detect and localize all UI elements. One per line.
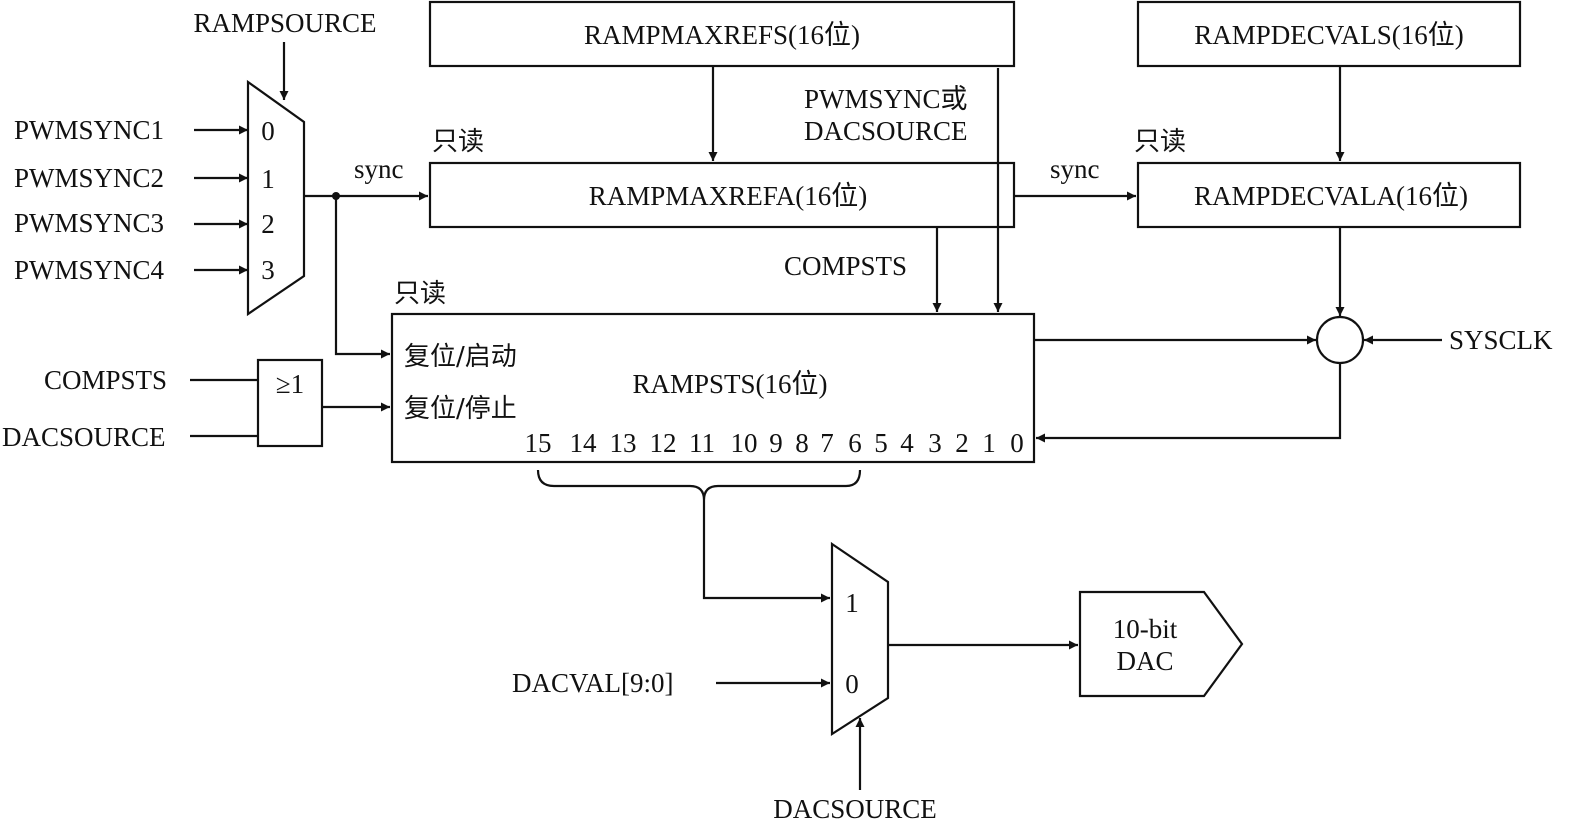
dac-mux-shape [830, 541, 890, 737]
rampdecvals-label: RAMPDECVALS(16位) [1194, 20, 1464, 50]
rampsts-reset-stop-port: 复位/停止 [404, 394, 517, 424]
bit-2: 2 [955, 428, 969, 458]
dac-label-line2: DAC [1116, 646, 1173, 676]
bit-1: 1 [982, 428, 996, 458]
rampmaxrefa-box [428, 161, 1016, 229]
pwmsync1-label: PWMSYNC1 [14, 115, 164, 145]
bit-14: 14 [570, 428, 598, 458]
rampsource-label: RAMPSOURCE [193, 8, 376, 38]
bit-7: 7 [820, 428, 834, 458]
input-mux: RAMPSOURCE PWMSYNC1 PWMSYNC2 PWMSYNC3 PW… [14, 8, 377, 317]
rampmaxrefs-label: RAMPMAXREFS(16位) [584, 20, 860, 50]
mux-index-0: 0 [261, 116, 275, 146]
dac-mux: 1 0 DACVAL[9:0] DACSOURCE [512, 541, 937, 824]
rampsts-box [390, 312, 1036, 464]
mux-index-3: 3 [261, 255, 275, 285]
bit-0: 0 [1010, 428, 1024, 458]
rampmaxrefs-box [428, 0, 1016, 68]
or-gate-symbol: ≥1 [276, 369, 304, 399]
sync-net: sync [304, 154, 428, 359]
mux-index-2: 2 [261, 209, 275, 239]
pwmsync2-label: PWMSYNC2 [14, 163, 164, 193]
rampsts-label: RAMPSTS(16位) [632, 369, 827, 399]
dac-block: 10-bit DAC [1078, 590, 1244, 698]
load-source-line2: DACSOURCE [804, 116, 968, 146]
bit-6: 6 [848, 428, 862, 458]
bit-12: 12 [650, 428, 677, 458]
rampsts-reset-start-port: 复位/启动 [404, 342, 517, 372]
sync-label-left: sync [354, 154, 404, 184]
bit-3: 3 [928, 428, 942, 458]
bit-4: 4 [900, 428, 914, 458]
bits-brace [536, 469, 862, 501]
bit-11: 11 [689, 428, 715, 458]
load-source-line1: PWMSYNC或 [804, 84, 968, 114]
bit-10: 10 [731, 428, 758, 458]
or-input-compsts-label: COMPSTS [44, 365, 167, 395]
brace-to-dac-mux-wire [702, 500, 830, 603]
read-only-label-rampmaxrefa: 只读 [432, 127, 484, 157]
compsts-label-top: COMPSTS [784, 251, 907, 281]
register-rampdecvala: RAMPDECVALA(16位) [1136, 161, 1522, 229]
mux-index-1: 1 [261, 164, 275, 194]
bit-15: 15 [525, 428, 552, 458]
bit-5: 5 [874, 428, 888, 458]
pwmsync3-label: PWMSYNC3 [14, 208, 164, 238]
sync-label-right: sync [1050, 154, 1100, 184]
or-input-dacsource-label: DACSOURCE [2, 422, 166, 452]
summer-to-rampsts-feedback [1036, 364, 1342, 443]
rampmaxrefa-label: RAMPMAXREFA(16位) [589, 181, 868, 211]
register-rampsts: 复位/启动 复位/停止 RAMPSTS(16位) 15 14 13 12 11 … [390, 312, 1036, 464]
sync-to-reset-start [334, 196, 390, 359]
summing-node [1315, 315, 1365, 365]
register-rampmaxrefa: RAMPMAXREFA(16位) [428, 161, 1016, 229]
dac-shape [1078, 590, 1244, 698]
bit-8: 8 [795, 428, 809, 458]
or-gate-box [256, 358, 324, 448]
sysclk-label: SYSCLK [1449, 325, 1553, 355]
dac-label-line1: 10-bit [1113, 614, 1178, 644]
dacval-label: DACVAL[9:0] [512, 668, 674, 698]
bit-13: 13 [610, 428, 637, 458]
decrement-loop: SYSCLK [1034, 227, 1553, 443]
read-only-label-rampsts: 只读 [394, 279, 446, 309]
register-rampmaxrefs: RAMPMAXREFS(16位) [428, 0, 1016, 68]
rampdecvala-label: RAMPDECVALA(16位) [1194, 181, 1468, 211]
register-rampdecvals: RAMPDECVALS(16位) [1136, 0, 1522, 68]
dac-mux-input-1: 1 [845, 588, 859, 618]
or-gate: COMPSTS DACSOURCE ≥1 [2, 358, 390, 452]
pwmsync4-label: PWMSYNC4 [14, 255, 165, 285]
read-only-label-rampdecvala: 只读 [1134, 127, 1186, 157]
dac-mux-input-0: 0 [845, 669, 859, 699]
rampdecvals-box [1136, 0, 1522, 68]
dacsource-select-label: DACSOURCE [773, 794, 937, 824]
bit-9: 9 [769, 428, 783, 458]
input-mux-shape [246, 79, 306, 317]
rampdecvala-box [1136, 161, 1522, 229]
rampsts-bit-numbers: 15 14 13 12 11 10 9 8 7 6 5 4 3 2 1 0 [525, 428, 1024, 458]
